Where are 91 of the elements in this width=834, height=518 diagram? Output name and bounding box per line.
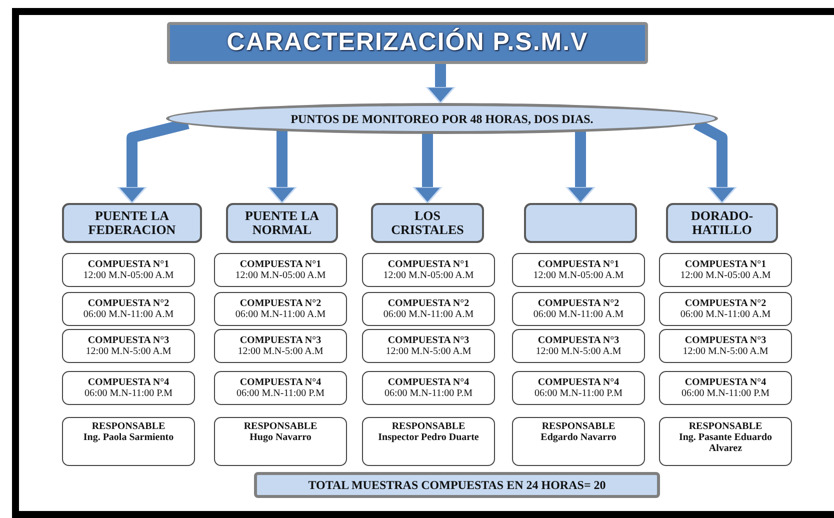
sample-heading: COMPUESTA N°3 [538, 335, 620, 346]
time-range: 12:00 M.N-5:00 A.M [238, 346, 324, 357]
sample-heading: COMPUESTA N°2 [684, 298, 766, 309]
time-range: 12:00 M.N-05:00 A.M [235, 270, 326, 281]
location-box [524, 203, 637, 243]
time-range: 12:00 M.N-05:00 A.M [83, 270, 174, 281]
time-range: 06:00 M.N-11:00 A.M [383, 309, 474, 320]
location-name: LOS CRISTALES [390, 209, 465, 237]
role-heading: RESPONSABLE [392, 421, 466, 432]
role-heading: RESPONSABLE [244, 421, 318, 432]
responsible-box [512, 417, 645, 466]
sample-heading: COMPUESTA N°4 [240, 377, 322, 388]
sample-heading: COMPUESTA N°4 [684, 377, 766, 388]
sample-heading: COMPUESTA N°2 [388, 298, 470, 309]
sample-heading: COMPUESTA N°4 [538, 377, 620, 388]
sample-box [362, 292, 495, 326]
total-box [254, 472, 660, 498]
sample-box [62, 329, 195, 363]
sample-box [214, 253, 347, 287]
title-banner [167, 22, 648, 64]
block-arrow [426, 64, 456, 104]
time-range: 06:00 M.N-11:00 P.M [682, 388, 770, 399]
sample-heading: COMPUESTA N°1 [88, 259, 170, 270]
responsible-box [62, 417, 195, 466]
sample-heading: COMPUESTA N°1 [684, 259, 766, 270]
time-range: 06:00 M.N-11:00 P.M [84, 388, 172, 399]
time-range: 12:00 M.N-5:00 A.M [386, 346, 472, 357]
sample-heading: COMPUESTA N°1 [388, 259, 470, 270]
sample-box [214, 329, 347, 363]
sample-heading: COMPUESTA N°4 [88, 377, 170, 388]
sample-box [512, 253, 645, 287]
role-heading: RESPONSABLE [92, 421, 166, 432]
sample-box [659, 253, 792, 287]
time-range: 06:00 M.N-11:00 P.M [236, 388, 324, 399]
time-range: 06:00 M.N-11:00 A.M [83, 309, 174, 320]
sample-box [362, 253, 495, 287]
sample-heading: COMPUESTA N°1 [538, 259, 620, 270]
responsible-box [214, 417, 347, 466]
location-name: PUENTE LA FEDERACION [87, 209, 177, 237]
time-range: 12:00 M.N-5:00 A.M [86, 346, 172, 357]
sample-heading: COMPUESTA N°3 [88, 335, 170, 346]
time-range: 06:00 M.N-11:00 P.M [534, 388, 622, 399]
node-label: PUNTOS DE MONITOREO POR 48 HORAS, DOS DIAS. [290, 110, 594, 128]
person-name: Ing. Pasante Eduardo Alvarez [678, 432, 774, 454]
sample-box [512, 371, 645, 405]
title-text: CARACTERIZACIÓN P.S.M.V [226, 26, 588, 58]
sample-box [659, 292, 792, 326]
block-arrow [412, 132, 442, 204]
sample-heading: COMPUESTA N°2 [240, 298, 322, 309]
responsible-box [362, 417, 495, 466]
sample-box [362, 329, 495, 363]
location-box [371, 203, 484, 243]
sample-heading: COMPUESTA N°2 [88, 298, 170, 309]
person-name: Ing. Paola Sarmiento [83, 432, 174, 443]
sample-box [214, 292, 347, 326]
time-range: 06:00 M.N-11:00 P.M [384, 388, 472, 399]
person-name: Hugo Navarro [250, 432, 312, 443]
sample-box [659, 329, 792, 363]
time-range: 12:00 M.N-05:00 A.M [383, 270, 474, 281]
sample-box [62, 253, 195, 287]
person-name: Edgardo Navarro [540, 432, 616, 443]
total-text: TOTAL MUESTRAS COMPUESTAS EN 24 HORAS= 20 [308, 477, 606, 494]
time-range: 12:00 M.N-5:00 A.M [536, 346, 622, 357]
sample-box [512, 292, 645, 326]
sample-heading: COMPUESTA N°4 [388, 377, 470, 388]
location-box [62, 203, 202, 243]
sample-box [62, 292, 195, 326]
role-heading: RESPONSABLE [688, 421, 762, 432]
time-range: 06:00 M.N-11:00 A.M [533, 309, 624, 320]
sample-box [659, 371, 792, 405]
sample-heading: COMPUESTA N°1 [240, 259, 322, 270]
sample-heading: COMPUESTA N°2 [538, 298, 620, 309]
sample-box [214, 371, 347, 405]
time-range: 12:00 M.N-05:00 A.M [533, 270, 624, 281]
time-range: 12:00 M.N-05:00 A.M [680, 270, 771, 281]
sample-heading: COMPUESTA N°3 [240, 335, 322, 346]
location-name: DORADO- HATILLO [690, 209, 754, 237]
time-range: 06:00 M.N-11:00 A.M [680, 309, 771, 320]
person-name: Inspector Pedro Duarte [378, 432, 479, 443]
sample-heading: COMPUESTA N°3 [684, 335, 766, 346]
time-range: 12:00 M.N-5:00 A.M [682, 346, 768, 357]
location-name: PUENTE LA NORMAL [244, 209, 320, 237]
sample-box [362, 371, 495, 405]
sample-box [62, 371, 195, 405]
sample-box [512, 329, 645, 363]
location-box [226, 203, 338, 243]
sample-heading: COMPUESTA N°3 [388, 335, 470, 346]
location-box [666, 203, 778, 243]
time-range: 06:00 M.N-11:00 A.M [235, 309, 326, 320]
role-heading: RESPONSABLE [542, 421, 616, 432]
responsible-box [659, 417, 792, 466]
